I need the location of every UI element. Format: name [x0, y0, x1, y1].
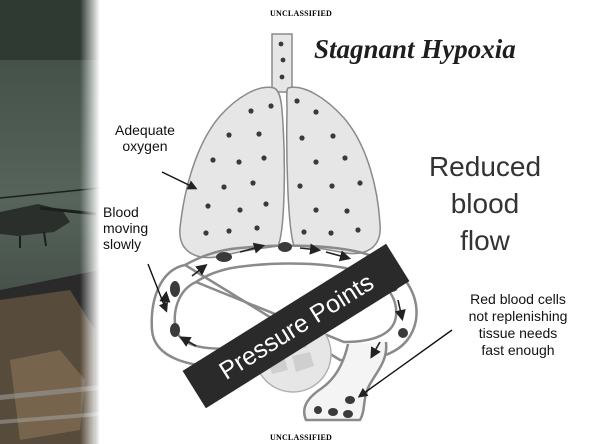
helicopter-photo [0, 0, 100, 444]
label-blood-moving-slowly: Blood moving slowly [103, 204, 148, 252]
label-line: Blood [103, 204, 148, 220]
label-line: blood [420, 185, 550, 222]
lungs-illustration [180, 34, 380, 258]
classification-footer: UNCLASSIFIED [0, 433, 602, 442]
label-adequate-oxygen: Adequate oxygen [115, 122, 175, 154]
label-line: Reduced [420, 148, 550, 185]
label-line: tissue needs [448, 325, 588, 342]
label-line: slowly [103, 236, 148, 252]
label-line: flow [420, 222, 550, 259]
slide-title: Stagnant Hypoxia [314, 34, 516, 65]
classification-header: UNCLASSIFIED [0, 9, 602, 18]
label-line: oxygen [115, 138, 175, 154]
label-line: moving [103, 220, 148, 236]
label-line: fast enough [448, 342, 588, 359]
label-line: not replenishing [448, 308, 588, 325]
label-reduced-blood-flow: Reduced blood flow [420, 148, 550, 259]
label-line: Adequate [115, 122, 175, 138]
label-line: Red blood cells [448, 291, 588, 308]
label-red-blood-cells: Red blood cells not replenishing tissue … [448, 291, 588, 359]
